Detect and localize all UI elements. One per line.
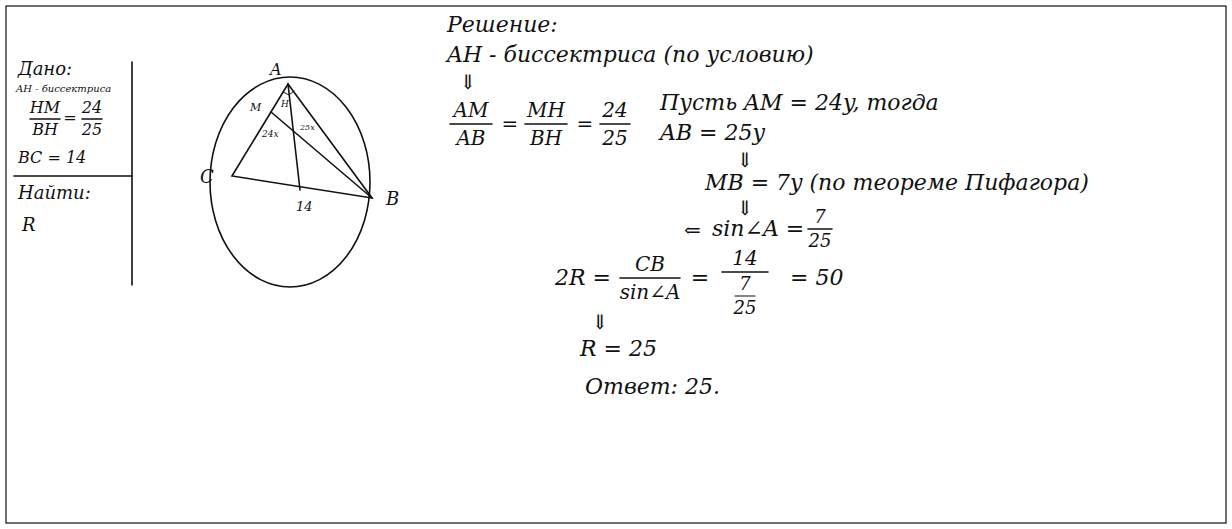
handwritten-text: ⇐ — [684, 220, 701, 240]
fraction-bar — [82, 118, 102, 120]
handwritten-text: HM — [30, 100, 60, 116]
handwritten-text: 7 — [739, 275, 750, 293]
handwritten-text: 14 — [296, 200, 313, 213]
handwritten-text: R — [22, 216, 36, 234]
handwritten-text: Дано: — [18, 60, 72, 78]
triangle — [232, 84, 372, 198]
fraction-bar — [525, 123, 567, 125]
handwritten-text: ⇓ — [592, 312, 609, 332]
page-frame — [6, 6, 1226, 523]
handwritten-text: = — [502, 114, 519, 134]
handwritten-text: ⇓ — [737, 198, 754, 218]
fraction-bar — [735, 295, 755, 296]
handwritten-text: 2R = — [555, 267, 611, 289]
fraction-bar — [30, 118, 60, 120]
handwritten-text: BH — [530, 128, 562, 148]
fraction-bar — [808, 228, 832, 230]
handwritten-text: BH — [32, 122, 58, 138]
handwritten-text: AH - биссектриса (по условию) — [447, 44, 814, 66]
angle-mark — [283, 91, 294, 95]
handwritten-text: ⇓ — [737, 150, 754, 170]
segment-mb — [271, 112, 372, 198]
handwritten-text: AB — [456, 128, 485, 148]
handwritten-text: 25x — [300, 124, 315, 132]
handwritten-text: R = 25 — [580, 338, 657, 360]
handwritten-text: Найти: — [18, 184, 91, 202]
handwritten-text: 24x — [262, 130, 279, 139]
handwritten-text: H — [281, 100, 289, 109]
handwritten-text: C — [200, 168, 214, 186]
handwritten-text: sin∠A = — [712, 218, 804, 240]
handwritten-text: 25 — [809, 232, 832, 250]
fraction-bar — [600, 123, 630, 125]
handwritten-text: ⇓ — [460, 72, 477, 92]
handwritten-text: Решение: — [447, 14, 558, 36]
handwritten-text: 25 — [734, 299, 757, 317]
handwritten-text: 25 — [82, 122, 102, 138]
handwritten-text: = — [63, 110, 76, 126]
given-underline — [14, 175, 132, 177]
handwritten-text: = — [577, 114, 594, 134]
handwritten-text: M — [250, 102, 261, 113]
handwritten-text: AH - биссектриса — [16, 84, 111, 94]
fraction-bar — [450, 123, 492, 125]
handwritten-text: 25 — [602, 128, 627, 148]
handwritten-text: BC = 14 — [18, 150, 86, 166]
handwritten-text: A — [270, 62, 282, 78]
handwritten-text: AM — [454, 100, 489, 120]
handwritten-text: Пусть AM = 24y, тогда — [660, 92, 939, 114]
handwritten-text: AB = 25y — [660, 122, 765, 144]
handwritten-text: 24 — [602, 100, 627, 120]
fraction-bar — [620, 277, 680, 279]
handwritten-text: Ответ: 25. — [585, 376, 720, 398]
circle — [210, 77, 370, 287]
handwritten-text: 24 — [82, 100, 102, 116]
bisector — [288, 84, 300, 190]
handwritten-text: = — [691, 267, 709, 289]
handwritten-text: sin∠A — [620, 282, 681, 302]
fraction-bar — [722, 271, 768, 273]
handwritten-text: = 50 — [790, 267, 843, 289]
given-divider — [131, 62, 133, 285]
handwritten-text: CB — [635, 254, 665, 274]
handwritten-text: 7 — [814, 208, 825, 226]
handwritten-text: MH — [527, 100, 565, 120]
handwritten-text: 14 — [732, 248, 757, 268]
handwritten-text: B — [386, 190, 399, 208]
handwritten-text: MB = 7y (по теореме Пифагора) — [705, 172, 1089, 194]
